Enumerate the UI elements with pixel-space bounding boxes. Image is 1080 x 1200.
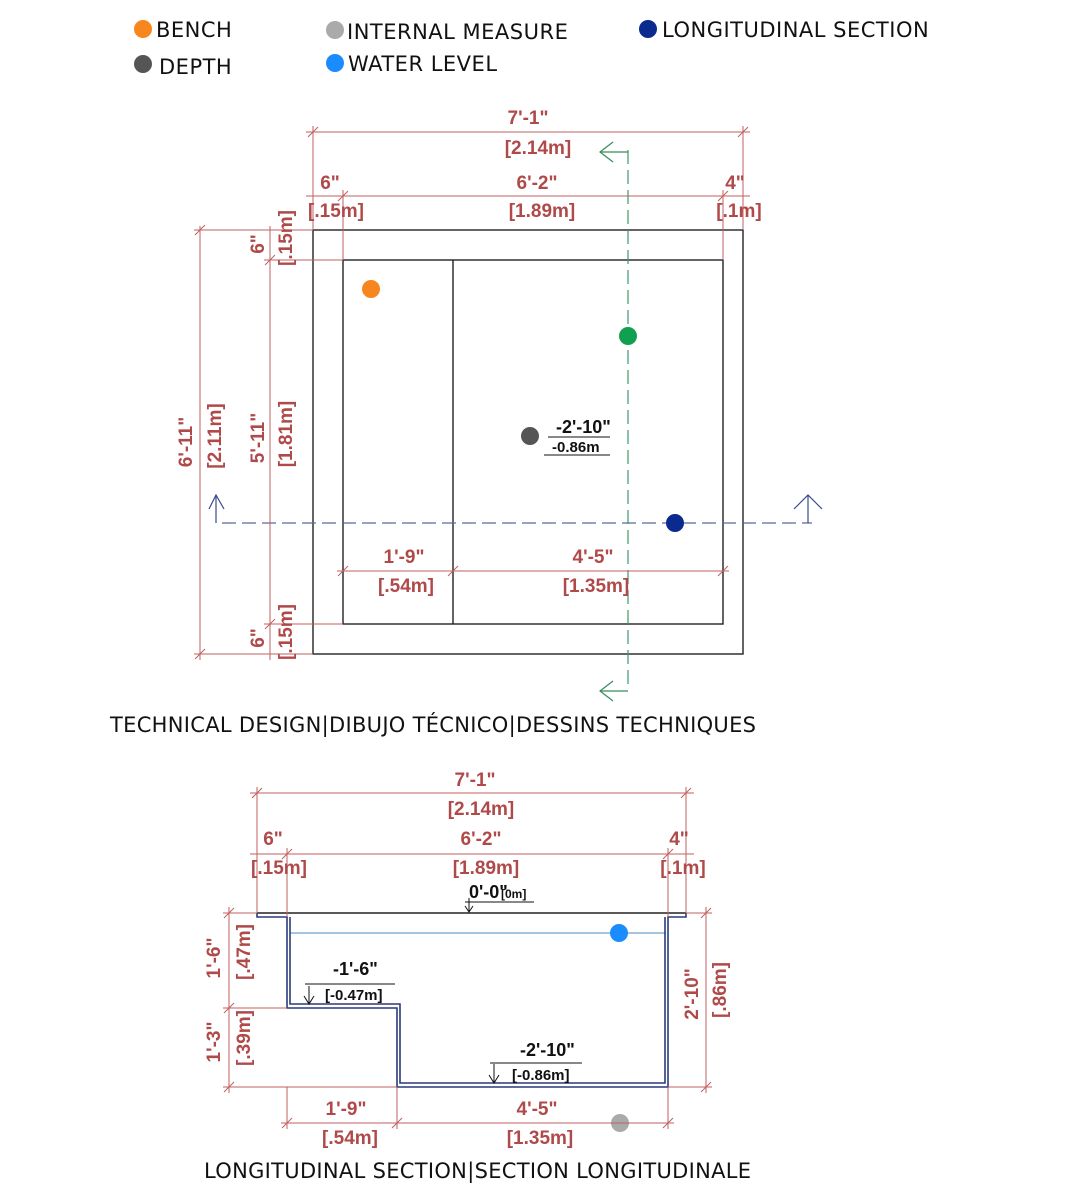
plan-inner-width-m: [1.89m] [509,201,576,222]
legend: BENCH DEPTH INTERNAL MEASURE WATER LEVEL… [134,18,929,79]
plan-right-wall-ft: 4" [725,173,745,194]
plan-top-wall-m: [.15m] [276,210,297,266]
legend-internal-label: INTERNAL MEASURE [347,20,568,44]
plan-pool-width-m: [1.35m] [563,576,630,597]
section-view: 0'-0" [0m] -1'-6" [-0.47m] -2'-10" [-0.8… [204,770,751,1184]
section-inner-width-m: [1.89m] [453,858,520,879]
section-inner-width-ft: 6'-2" [461,829,502,850]
section-pool-width-m: [1.35m] [507,1128,574,1149]
section-left-upper-ft: 1'-6" [204,938,225,979]
legend-section-label: LONGITUDINAL SECTION [662,18,929,42]
internal-legend-dot [326,21,344,39]
section-overall-width-ft: 7'-1" [455,770,496,791]
legend-bench-label: BENCH [156,18,232,42]
section-top-dimensions: 7'-1" [2.14m] 6" [.15m] 6'-2" [1.89m] 4"… [250,770,706,917]
plan-depth-m: -0.86m [552,439,600,456]
section-floor-level-m: [-0.86m] [512,1067,570,1084]
plan-overall-width-ft: 7'-1" [508,108,549,129]
plan-view: -2'-10" -0.86m 7'-1" [2.14m] 6" [.15m] 6… [109,108,823,738]
section-outer-profile [256,913,687,1088]
section-left-lower-ft: 1'-3" [204,1022,225,1063]
plan-overall-width-m: [2.14m] [505,138,572,159]
section-bench-width-ft: 1'-9" [326,1099,367,1120]
plan-left-dimensions: 6'-11" [2.11m] 6" [.15m] 5'-11" [1.81m] … [176,210,343,660]
legend-water-label: WATER LEVEL [348,52,498,76]
plan-overall-height-m: [2.11m] [205,403,226,468]
water-legend-dot [326,54,344,72]
plan-outer-wall [312,229,744,655]
section-pool-width-ft: 4'-5" [517,1099,558,1120]
plan-caption: TECHNICAL DESIGN|DIBUJO TÉCNICO|DESSINS … [109,712,756,738]
green-marker [619,327,637,345]
section-caption: LONGITUDINAL SECTION|SECTION LONGITUDINA… [204,1159,751,1184]
section-bench-width-m: [.54m] [322,1128,378,1149]
plan-top-wall-ft: 6" [248,234,269,254]
depth-legend-dot [134,55,152,73]
section-overall-width-m: [2.14m] [448,799,515,820]
section-right-wall-ft: 4" [669,829,689,850]
plan-bench-width-ft: 1'-9" [384,547,425,568]
plan-inner-wall [342,259,724,625]
section-bottom-dimensions: 1'-9" [.54m] 4'-5" [1.35m] [281,1087,674,1149]
plan-inner-height-m: [1.81m] [276,401,297,468]
section-top-level-m: [0m] [501,887,526,901]
plan-left-wall-ft: 6" [320,173,340,194]
plan-bench-width-m: [.54m] [378,576,434,597]
plan-left-wall-m: [.15m] [308,201,364,222]
section-left-upper-m: [.47m] [234,924,255,980]
section-inner-profile [289,917,666,1084]
plan-inner-dimensions: 1'-9" [.54m] 4'-5" [1.35m] [337,547,729,597]
section-legend-dot [639,20,657,38]
plan-inner-height-ft: 5'-11" [248,413,269,464]
section-top-level-ft: 0'-0" [469,882,508,902]
section-left-dimensions: 1'-6" [.47m] 1'-3" [.39m] [204,907,397,1093]
section-right-wall-m: [.1m] [660,858,705,879]
plan-pool-width-ft: 4'-5" [573,547,614,568]
section-left-wall-m: [.15m] [251,858,307,879]
water-level-marker [610,924,628,942]
bench-marker [362,280,380,298]
plan-overall-height-ft: 6'-11" [176,417,197,468]
section-bench-level-ft: -1'-6" [333,959,378,979]
section-right-total-ft: 2'-10" [682,968,703,1020]
depth-marker [521,427,539,445]
plan-depth-ft: -2'-10" [556,417,611,437]
bench-legend-dot [134,20,152,38]
plan-bottom-wall-m: [.15m] [276,604,297,660]
section-right-dimensions: 2'-10" [.86m] [668,907,731,1093]
plan-inner-width-ft: 6'-2" [517,173,558,194]
plan-bottom-wall-ft: 6" [248,628,269,648]
section-floor-level-ft: -2'-10" [520,1040,575,1060]
section-left-lower-m: [.39m] [234,1010,255,1066]
plan-right-wall-m: [.1m] [716,201,761,222]
section-marker [666,514,684,532]
section-bench-level-m: [-0.47m] [325,987,383,1004]
legend-depth-label: DEPTH [159,55,232,79]
section-left-wall-ft: 6" [263,829,283,850]
section-right-total-m: [.86m] [710,962,731,1018]
plan-top-dimensions: 7'-1" [2.14m] 6" [.15m] 6'-2" [1.89m] 4"… [306,108,762,260]
